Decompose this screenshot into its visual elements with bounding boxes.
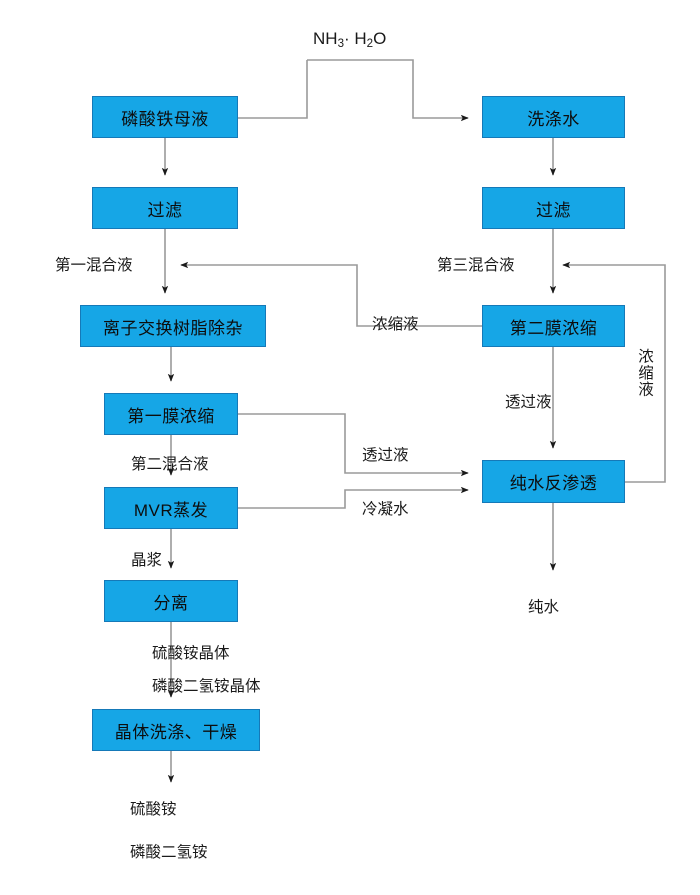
connector-reagent-bus-right: [307, 59, 469, 122]
reagent-formula-label: NH3· H2O: [313, 29, 387, 50]
edge-label-permeate-second-membrane: 透过液: [505, 394, 552, 411]
node-pure-water-reverse-osmosis[interactable]: 纯水反渗透: [482, 460, 625, 503]
edge-label-second-mixed-liquor: 第二混合液: [131, 456, 209, 473]
node-crystal-wash-dry[interactable]: 晶体洗涤、干燥: [92, 709, 260, 751]
edge-label-concentrate-to-resin-line: 浓缩液: [372, 316, 419, 333]
node-wash-water[interactable]: 洗涤水: [482, 96, 625, 138]
node-separation[interactable]: 分离: [104, 580, 238, 622]
edge-label-permeate-first-membrane: 透过液: [362, 447, 409, 464]
edge-label-ammonium-sulfate-crystal: 硫酸铵晶体: [152, 645, 230, 662]
edge-label-third-mixed-liquor: 第三混合液: [437, 257, 515, 274]
node-filter-left[interactable]: 过滤: [92, 187, 238, 229]
node-mvr-evaporation[interactable]: MVR蒸发: [104, 487, 238, 529]
node-first-membrane-concentration[interactable]: 第一膜浓缩: [104, 393, 238, 435]
node-second-membrane-concentration[interactable]: 第二膜浓缩: [482, 305, 625, 347]
node-iron-phosphate-mother-liquor[interactable]: 磷酸铁母液: [92, 96, 238, 138]
node-filter-right[interactable]: 过滤: [482, 187, 625, 229]
connector-mvr-to-ro: [238, 486, 469, 509]
edge-label-crystal-slurry: 晶浆: [131, 552, 163, 569]
edge-label-first-mixed-liquor: 第一混合液: [55, 257, 133, 274]
connector-reagent-bus: [223, 60, 308, 122]
connector-concentrate-to-first-mixed: [180, 261, 482, 327]
terminal-label-pure-water: 纯水: [528, 599, 560, 616]
terminal-label-ammonium-sulfate: 硫酸铵: [130, 801, 177, 818]
edge-label-concentrate-return: 浓缩液: [636, 348, 653, 398]
connector-first-membrane-to-ro: [238, 413, 469, 477]
edge-label-monoammonium-phosphate-crystal: 磷酸二氢铵晶体: [152, 678, 261, 695]
connector-ro-return-to-third-mixed: [562, 261, 666, 483]
node-ion-exchange-resin[interactable]: 离子交换树脂除杂: [80, 305, 266, 347]
edge-label-condensate: 冷凝水: [362, 501, 409, 518]
terminal-label-monoammonium-phosphate: 磷酸二氢铵: [130, 844, 208, 861]
